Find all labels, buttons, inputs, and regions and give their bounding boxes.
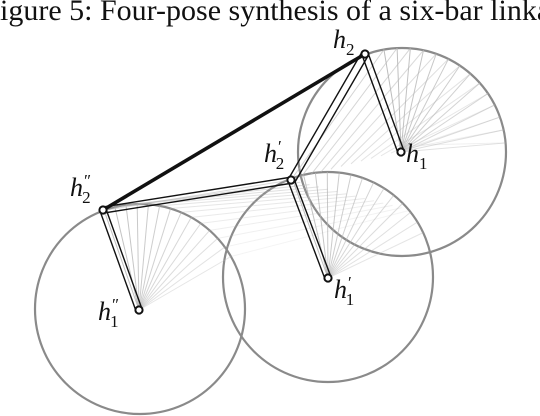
label-h1: h1 (406, 139, 428, 173)
figure-caption: igure 5: Four-pose synthesis of a six-ba… (0, 0, 540, 27)
joint-h1 (396, 147, 406, 157)
joint-h2 (360, 49, 370, 59)
joint-h2-double-prime (98, 205, 108, 215)
joint-h1-prime (323, 273, 333, 283)
intermediate-positions (103, 47, 506, 311)
crank-links (99, 52, 405, 312)
joint-h1-double-prime (134, 305, 144, 315)
joint-h2-prime (286, 175, 296, 185)
label-h1-prime: h′1 (334, 273, 354, 309)
circle-h1 (296, 46, 508, 258)
circle-h1-prime (221, 170, 435, 384)
label-h2: h2 (333, 25, 355, 59)
coupler-link-bold (102, 52, 366, 212)
coupler-links (102, 51, 369, 214)
label-h2-double-prime: h″2 (70, 171, 91, 207)
label-h1-double-prime: h″1 (98, 295, 119, 331)
label-h2-prime: h′2 (264, 137, 284, 173)
